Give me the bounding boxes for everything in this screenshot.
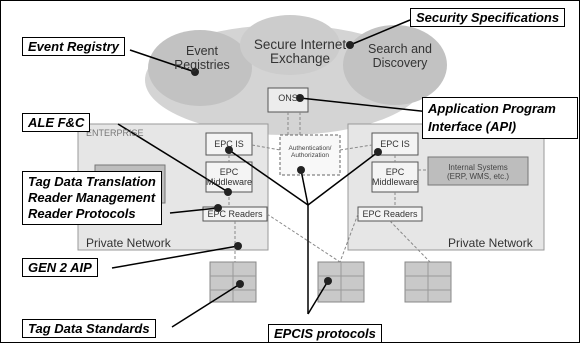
internal-systems-line2: (ERP, WMS, etc.) (446, 172, 510, 181)
readers-right-label: EPC Readers (362, 209, 418, 219)
auth-line2: Authorization (291, 152, 329, 159)
security-specifications-callout: Security Specifications (410, 8, 566, 27)
auth-label: Authentication/ Authorization (281, 145, 339, 159)
internal-right-box (427, 156, 529, 186)
middleware-left-line2: Middleware (206, 177, 253, 187)
event-registries-label: Event Registries (172, 44, 232, 72)
internal-systems-line1: Internal Systems (448, 163, 508, 172)
ale-fc-callout: ALE F&C (22, 113, 91, 132)
middleware-left-label: EPC Middleware (206, 167, 252, 187)
middleware-right-line1: EPC (385, 167, 405, 177)
tag-data-translation-callout: Tag Data Translation Reader Management R… (22, 171, 162, 225)
internet-cloud (145, 15, 447, 135)
middleware-right-line2: Middleware (372, 177, 419, 187)
epcis-protocols-callout: EPCIS protocols (268, 324, 382, 343)
auth-line1: Authentication/ (288, 145, 332, 152)
event-registries-line1: Event (186, 44, 218, 58)
epcis-left-label: EPC IS (214, 139, 244, 149)
event-registries-line2: Registries (174, 58, 230, 72)
readers-left-label: EPC Readers (207, 209, 263, 219)
callout-leaders (111, 19, 431, 328)
secure-internet-label: Secure Internet Exchange (250, 38, 350, 66)
tag-data-translation-line: Tag Data Translation (28, 174, 156, 189)
secure-internet-line1: Secure Internet (253, 37, 347, 52)
internal-systems-label: Internal Systems (ERP, WMS, etc.) (428, 163, 528, 181)
private-network-right-label: Private Network (448, 236, 533, 250)
search-discovery-label: Search and Discovery (360, 42, 440, 70)
tag-data-standards-callout: Tag Data Standards (22, 319, 156, 338)
search-line2: Discovery (372, 56, 428, 70)
ons-label: ONS (278, 93, 298, 103)
reader-management-line: Reader Management (28, 190, 156, 205)
epcis-right-label: EPC IS (380, 139, 410, 149)
search-line1: Search and (368, 42, 432, 56)
middleware-left-box (205, 161, 253, 193)
network-connectors (228, 112, 431, 263)
middleware-right-label: EPC Middleware (372, 167, 418, 187)
callout-dots (191, 41, 382, 288)
event-registry-callout: Event Registry (22, 37, 126, 56)
auth-box (279, 134, 341, 176)
api-callout: Application Program Interface (API) (422, 97, 578, 139)
reader-protocols-line: Reader Protocols (28, 206, 136, 221)
enterprise-label: ENTERPRISE (86, 128, 144, 138)
middleware-left-line1: EPC (219, 167, 239, 177)
gen2-aip-callout: GEN 2 AIP (22, 258, 98, 277)
private-network-left-label: Private Network (86, 236, 171, 250)
secure-internet-line2: Exchange (269, 51, 331, 66)
pallets (209, 261, 452, 303)
